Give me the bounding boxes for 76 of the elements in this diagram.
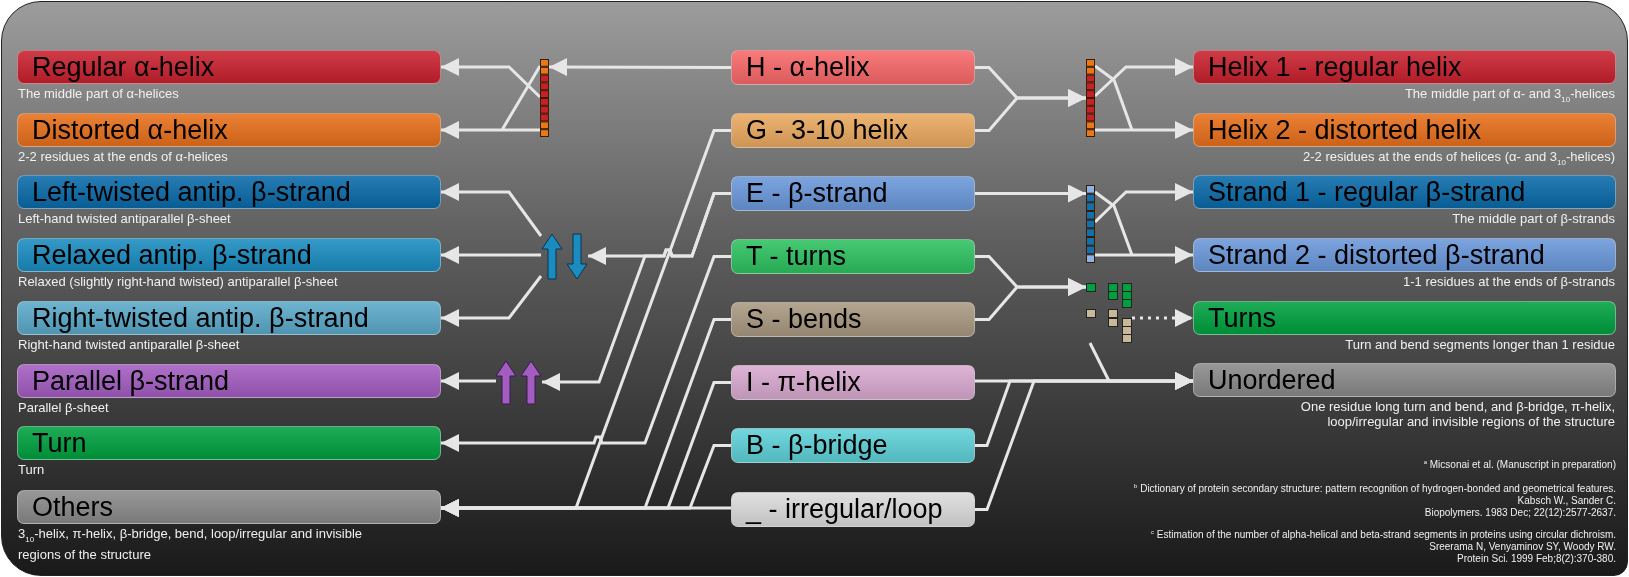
category-label: Strand 2 - distorted β-strand: [1208, 239, 1545, 272]
category-label: Relaxed antip. β-strand: [32, 239, 312, 272]
footnote-text: Protein Sci. 1999 Feb;8(2):370-380.: [1457, 553, 1616, 565]
arrow: [1093, 58, 1193, 98]
arrow: [1132, 309, 1193, 327]
category-box: [731, 428, 975, 463]
arrow: [441, 183, 543, 237]
description-text: 2-2 residues at the ends of α-helices: [18, 149, 229, 164]
category-box: [731, 239, 975, 274]
helix-residue-bar-icon: [1086, 59, 1095, 137]
arrow: [441, 499, 731, 517]
description-text: Turn and bend segments longer than 1 residue: [1344, 337, 1615, 352]
category-box: [731, 302, 975, 337]
category-label: E - β-strand: [746, 177, 888, 210]
arrow: [441, 372, 496, 390]
description-text: The middle part of β-strands: [1451, 211, 1615, 226]
category-label: _ - irregular/loop: [746, 493, 943, 526]
description-text: Turn: [18, 462, 46, 477]
description-text: 2-2 residues at the ends of helices (α- and 3$_{10}$-helices): [1302, 149, 1615, 169]
footnote-text: $^{b}$ Dictionary of protein secondary structure: pattern recognition of hydrogen-bonded and geometrical features.: [1134, 483, 1616, 495]
category-label: Others: [32, 491, 114, 524]
helix-residue-bar-icon: [540, 59, 549, 137]
arrow: [975, 278, 1086, 321]
category-box: [731, 176, 975, 211]
arrow: [1093, 190, 1195, 264]
category-label: G - 3-10 helix: [746, 114, 909, 147]
arrow: [441, 275, 543, 327]
category-box: [731, 113, 975, 148]
arrow: [441, 58, 542, 99]
description-text: The middle part of α-helices: [18, 86, 180, 101]
category-label: B - β-bridge: [746, 429, 888, 462]
footnote-text: Sreerama N, Venyaminov SY, Woody RW.: [1429, 541, 1616, 553]
category-box: [731, 365, 975, 400]
residue-squares-icon: [1086, 283, 1132, 343]
category-label: Unordered: [1208, 364, 1336, 397]
arrow: [549, 58, 731, 77]
arrow: [441, 246, 541, 264]
arrow: [441, 255, 731, 452]
category-label: I - π-helix: [746, 366, 861, 399]
description-text: Parallel β-sheet: [18, 400, 110, 415]
category-label: H - α-helix: [746, 51, 870, 84]
description-text: One residue long turn and bend, and β-bridge, π-helix, loop/irregular and invisible regions of the structure: [1299, 399, 1615, 429]
footnote-text: $^{c}$ Estimation of the number of alpha-helical and beta-strand segments in proteins using circular dichroism.: [1151, 529, 1616, 541]
footnote-text: Biopolymers. 1983 Dec; 22(12):2577-2637.: [1424, 507, 1616, 519]
antiparallel-arrows-icon: [541, 233, 588, 280]
description-text: Right-hand twisted antiparallel β-sheet: [18, 337, 241, 352]
arrow: [975, 89, 1086, 132]
footnote-text: Kabsch W., Sander C.: [1517, 495, 1616, 507]
parallel-arrows-icon: [496, 360, 542, 405]
category-label: Strand 1 - regular β-strand: [1208, 176, 1526, 209]
category-label: Helix 2 - distorted helix: [1208, 114, 1482, 147]
arrow: [975, 184, 1086, 203]
category-label: Regular α-helix: [32, 51, 215, 84]
description-text: Relaxed (slightly right-hand twisted) antiparallel β-sheet: [18, 274, 339, 289]
arrow: [542, 192, 731, 391]
category-box: [731, 50, 975, 85]
category-label: Distorted α-helix: [32, 114, 228, 147]
category-label: Parallel β-strand: [32, 365, 230, 398]
arrow: [975, 372, 1193, 511]
category-label: Right-twisted antip. β-strand: [32, 302, 369, 335]
footnote-text: $^{a}$ Micsonai et al. (Manuscript in preparation): [1423, 459, 1616, 471]
description-text: Left-hand twisted antiparallel β-sheet: [18, 211, 232, 226]
category-label: Left-twisted antip. β-strand: [32, 176, 351, 209]
description-text: 3$_{10}$-helix, π-helix, β-bridge, bend, loop/irregular and invisible regions of the structure: [18, 526, 363, 562]
description-text: The middle part of α- and 3$_{10}$-helices: [1403, 86, 1615, 106]
arrow: [439, 64, 542, 139]
category-label: Turn: [32, 427, 87, 460]
category-label: Helix 1 - regular helix: [1208, 51, 1462, 84]
arrow: [1093, 64, 1195, 139]
category-label: Turns: [1208, 302, 1276, 335]
category-box: [731, 492, 975, 527]
arrow: [1093, 183, 1193, 224]
description-text: 1-1 residues at the ends of β-strands: [1402, 274, 1615, 289]
strand-residue-bar-icon: [1086, 185, 1095, 263]
category-label: S - bends: [746, 303, 862, 336]
category-label: T - turns: [746, 240, 847, 273]
